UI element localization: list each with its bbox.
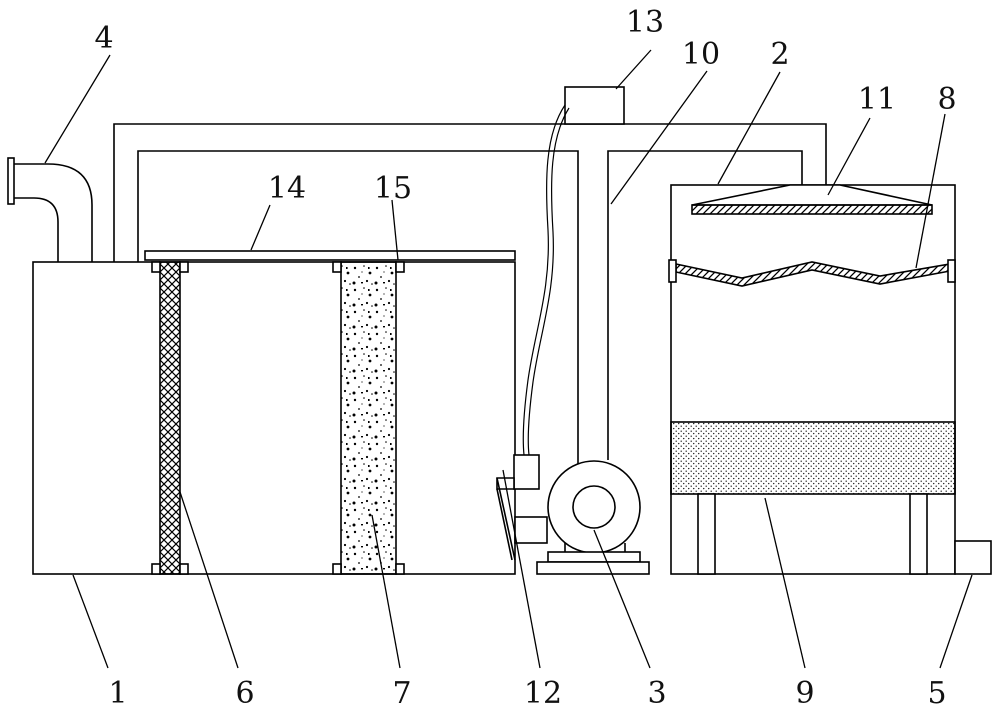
treatment-box — [670, 184, 956, 575]
return-pipe — [113, 123, 827, 470]
clamp — [332, 261, 342, 273]
clamp — [395, 261, 405, 273]
controller-box — [564, 86, 625, 125]
control-cable — [522, 104, 570, 456]
spray-hood — [691, 184, 933, 215]
label-10: 10 — [682, 37, 720, 72]
label-8: 8 — [937, 82, 956, 117]
clamp — [332, 563, 342, 575]
label-5: 5 — [927, 676, 946, 711]
label-15: 15 — [374, 171, 412, 206]
main-tank — [32, 261, 516, 575]
label-6: 6 — [235, 676, 254, 711]
filter-screen — [151, 261, 189, 575]
label-9: 9 — [795, 676, 814, 711]
label-3: 3 — [647, 676, 666, 711]
cover-plate — [144, 250, 516, 261]
leader-lines — [44, 49, 973, 669]
label-2: 2 — [770, 37, 789, 72]
label-12: 12 — [524, 676, 562, 711]
callout-labels: 4 13 10 2 11 8 14 15 1 6 7 12 3 9 5 — [94, 5, 956, 711]
label-13: 13 — [626, 5, 664, 40]
zigzag-screen — [668, 259, 956, 287]
fine-filter-layer — [670, 421, 956, 575]
pump — [514, 460, 650, 575]
label-11: 11 — [858, 82, 896, 117]
valve-assembly — [496, 454, 540, 561]
label-14: 14 — [268, 171, 306, 206]
label-1: 1 — [108, 676, 127, 711]
clamp — [395, 563, 405, 575]
label-4: 4 — [94, 21, 113, 56]
inlet-pipe — [7, 157, 93, 262]
filter-media — [332, 261, 405, 575]
label-7: 7 — [392, 676, 411, 711]
outlet — [954, 540, 992, 575]
